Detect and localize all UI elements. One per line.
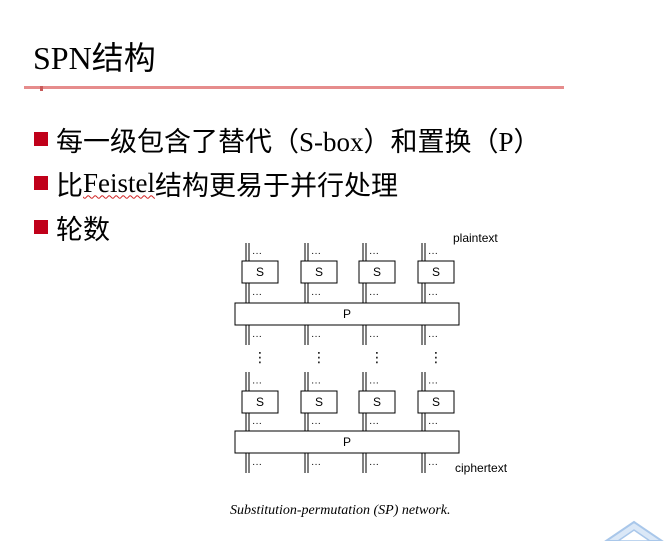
sbox bbox=[241, 390, 279, 414]
title-underline-tick bbox=[40, 86, 43, 91]
round-ellipsis: ⋮ bbox=[370, 349, 384, 365]
sbox-label: S bbox=[373, 395, 381, 409]
sbox-label: S bbox=[315, 265, 323, 279]
pbox bbox=[234, 302, 460, 326]
wire-dots: ··· bbox=[252, 418, 262, 429]
slide-title: SPN结构 bbox=[33, 40, 156, 76]
sbox-label: S bbox=[432, 265, 440, 279]
wire-dots: ··· bbox=[369, 248, 379, 259]
wire-dots: ··· bbox=[252, 378, 262, 389]
sbox bbox=[241, 260, 279, 284]
sbox-label: S bbox=[373, 265, 381, 279]
pbox bbox=[234, 430, 460, 454]
bullet-text-feistel: Feistel bbox=[83, 167, 155, 198]
sbox-label: S bbox=[315, 395, 323, 409]
plaintext-label: plaintext bbox=[453, 231, 498, 245]
wire-dots: ··· bbox=[428, 418, 438, 429]
wire-dots: ··· bbox=[428, 459, 438, 470]
wire-dots: ··· bbox=[311, 289, 321, 300]
bullet-square-icon bbox=[34, 176, 48, 190]
sbox bbox=[300, 390, 338, 414]
bullet-text: 轮数 bbox=[56, 214, 110, 245]
wire-dots: ··· bbox=[428, 248, 438, 259]
diagram-caption: Substitution-permutation (SP) network. bbox=[230, 503, 451, 518]
wire-dots: ··· bbox=[311, 378, 321, 389]
wire-dots: ··· bbox=[369, 459, 379, 470]
wire-dots: ··· bbox=[369, 331, 379, 342]
bullet-text-suffix: 结构更易于并行处理 bbox=[155, 170, 398, 201]
bullet-text: 每一级包含了替代（S-box）和置换（P） bbox=[56, 126, 541, 157]
sbox-label: S bbox=[432, 395, 440, 409]
pbox-label: P bbox=[343, 307, 351, 321]
wire-dots: ··· bbox=[428, 331, 438, 342]
sbox-label: S bbox=[256, 395, 264, 409]
wire-dots: ··· bbox=[311, 331, 321, 342]
logo-corner-icon bbox=[604, 520, 664, 541]
sbox bbox=[417, 390, 455, 414]
wire-dots: ··· bbox=[369, 418, 379, 429]
wire-dots: ··· bbox=[252, 289, 262, 300]
wire-dots: ··· bbox=[252, 459, 262, 470]
sbox bbox=[358, 390, 396, 414]
bullet-item-sbox-pbox: 每一级包含了替代（S-box）和置换（P） bbox=[34, 117, 541, 161]
bullet-item-rounds: 轮数 bbox=[34, 205, 541, 249]
wire-dots: ··· bbox=[252, 331, 262, 342]
title-underline bbox=[24, 86, 564, 89]
wire-dots: ··· bbox=[311, 248, 321, 259]
wire-dots: ··· bbox=[369, 289, 379, 300]
bullet-square-icon bbox=[34, 220, 48, 234]
wire-dots: ··· bbox=[369, 378, 379, 389]
wire-dots: ··· bbox=[428, 289, 438, 300]
wire-dots: ··· bbox=[311, 459, 321, 470]
ciphertext-label: ciphertext bbox=[455, 461, 508, 475]
bullet-square-icon bbox=[34, 132, 48, 146]
sbox bbox=[358, 260, 396, 284]
sbox bbox=[300, 260, 338, 284]
pbox-label: P bbox=[343, 435, 351, 449]
wire-dots: ··· bbox=[311, 418, 321, 429]
round-ellipsis: ⋮ bbox=[429, 349, 443, 365]
round-ellipsis: ⋮ bbox=[253, 349, 267, 365]
round-ellipsis: ⋮ bbox=[312, 349, 326, 365]
bullet-text-prefix: 比 bbox=[56, 170, 83, 201]
sbox bbox=[417, 260, 455, 284]
wire-dots: ··· bbox=[252, 248, 262, 259]
sbox-label: S bbox=[256, 265, 264, 279]
wire-dots: ··· bbox=[428, 378, 438, 389]
